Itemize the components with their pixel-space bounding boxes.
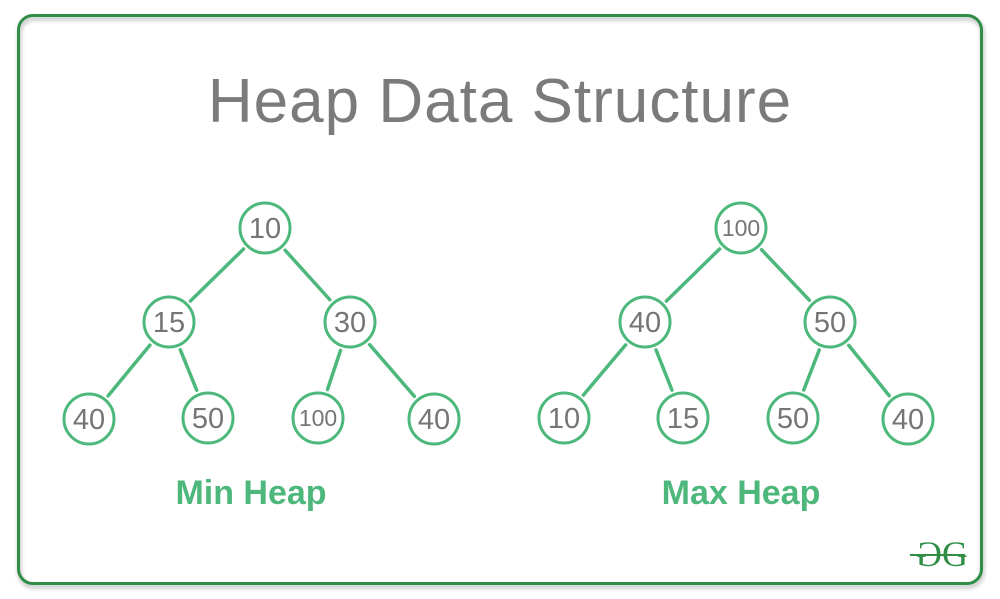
tree-node-value: 50: [777, 403, 809, 435]
tree-edge: [106, 343, 152, 398]
tree-node-value: 40: [629, 307, 661, 339]
tree-node-circle: [766, 391, 820, 445]
logo-bar: [910, 553, 965, 557]
tree-node-value: 10: [249, 213, 281, 245]
tree-edge: [802, 348, 821, 392]
tree-node-value: 100: [722, 215, 760, 241]
tree-node-circle: [803, 295, 857, 349]
tree-node-circle: [407, 392, 461, 446]
tree-edge: [367, 342, 417, 399]
tree-edge: [759, 248, 812, 302]
geeksforgeeks-logo: GG: [910, 534, 968, 575]
max-heap-label: Max Heap: [661, 474, 821, 512]
tree-node-circle: [323, 295, 377, 349]
min-heap-label: Min Heap: [175, 474, 327, 512]
tree-node-circle: [881, 392, 935, 446]
tree-node-value: 10: [548, 403, 580, 435]
tree-node-value: 40: [892, 404, 924, 436]
tree-edge: [325, 348, 343, 392]
tree-node-circle: [618, 295, 672, 349]
tree-node-value: 50: [814, 307, 846, 339]
tree-node-value: 15: [667, 403, 699, 435]
tree-node-value: 15: [153, 307, 185, 339]
tree-node-value: 30: [334, 307, 366, 339]
tree-node-circle: [714, 201, 768, 255]
tree-node-circle: [181, 391, 235, 445]
tree-node-circle: [238, 201, 292, 255]
tree-node-circle: [142, 295, 196, 349]
page-title: Heap Data Structure: [207, 66, 793, 136]
tree-edge: [188, 247, 246, 303]
tree-edge: [654, 348, 674, 392]
tree-node-value: 40: [418, 404, 450, 436]
tree-edge: [581, 343, 628, 397]
tree-edge: [847, 343, 891, 398]
tree-node-circle: [537, 391, 591, 445]
min-heap-tree: 10 15 30 40 50 100 40: [62, 201, 461, 446]
tree-node-circle: [291, 391, 345, 445]
tree-edge: [178, 348, 199, 392]
tree-edge: [283, 248, 332, 302]
tree-node-value: 50: [192, 403, 224, 435]
tree-node-value: 40: [73, 404, 105, 436]
tree-node-circle: [62, 392, 116, 446]
tree-node-circle: [656, 391, 710, 445]
max-heap-tree: 100 40 50 10 15 50 40: [537, 201, 935, 446]
tree-node-value: 100: [299, 405, 337, 431]
tree-edge: [664, 247, 722, 303]
